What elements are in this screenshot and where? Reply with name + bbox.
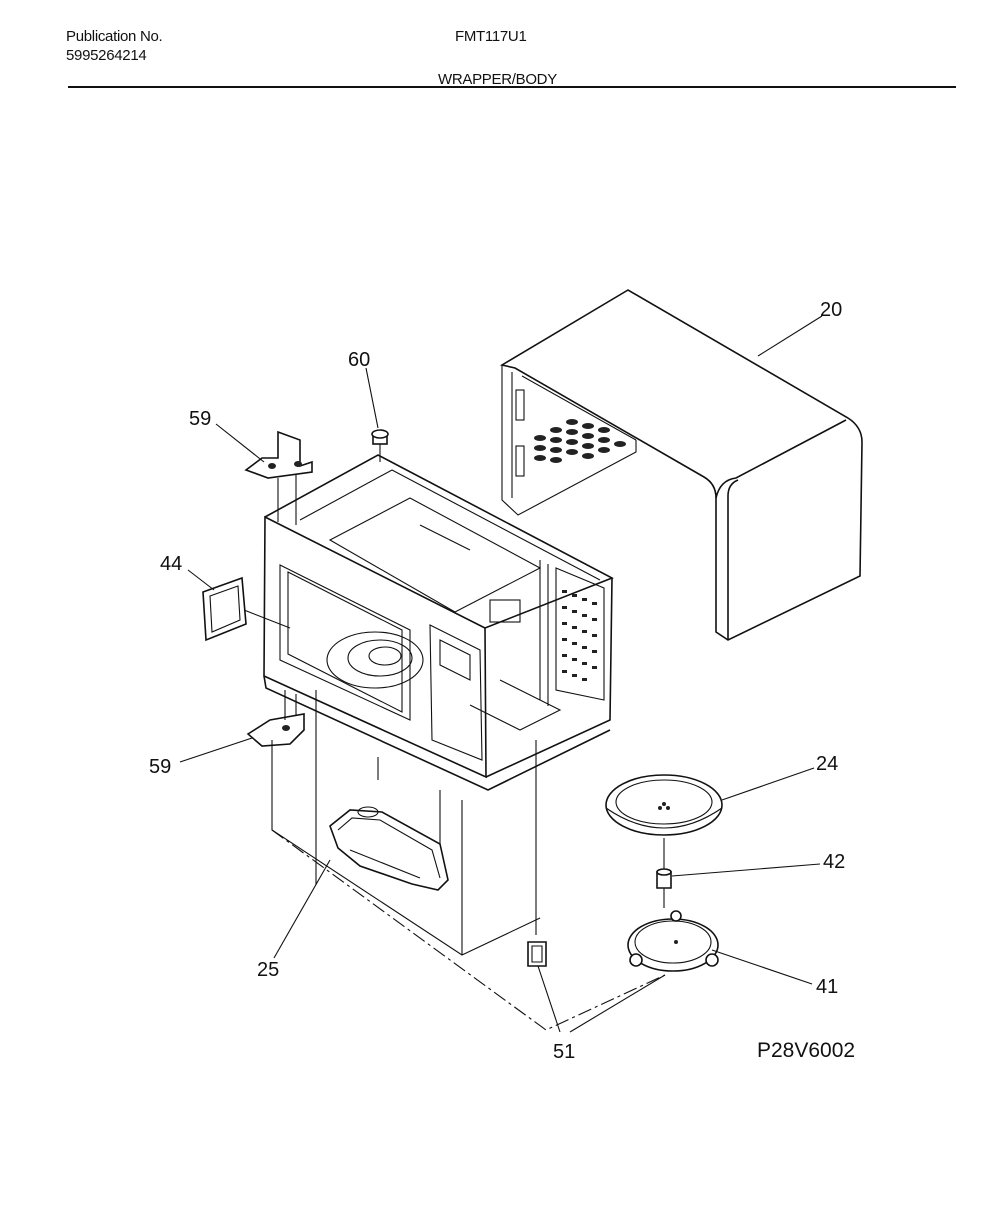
callout-59-upper: 59 — [189, 408, 211, 430]
callout-59-lower: 59 — [149, 756, 171, 778]
base-bracket-part — [329, 806, 449, 891]
drawing-code: P28V6002 — [757, 1039, 855, 1062]
screw-part — [371, 429, 389, 462]
base-projection-lines — [271, 690, 666, 1031]
callout-24: 24 — [816, 753, 838, 775]
publication-number: 5995264214 — [66, 47, 147, 64]
waveguide-cover-part — [202, 576, 291, 642]
lower-hinge-part — [246, 690, 305, 747]
section-title: WRAPPER/BODY — [438, 71, 557, 88]
callout-25: 25 — [257, 959, 279, 981]
model-number: FMT117U1 — [455, 28, 527, 45]
roller-ring-part — [627, 910, 719, 972]
callout-20: 20 — [820, 299, 842, 321]
callout-44: 44 — [160, 553, 182, 575]
upper-hinge-part — [244, 430, 313, 525]
turntable-coupler-part — [656, 838, 672, 908]
callout-41: 41 — [816, 976, 838, 998]
leader-lines — [179, 315, 823, 1033]
foot-part — [527, 941, 547, 967]
turntable-tray-part — [605, 774, 723, 836]
microwave-body — [263, 454, 614, 791]
header-rule — [68, 86, 956, 88]
wrapper-cabinet-part — [499, 289, 863, 641]
callout-51: 51 — [553, 1041, 575, 1063]
publication-label: Publication No. — [66, 28, 163, 45]
callout-60: 60 — [348, 349, 370, 371]
callout-42: 42 — [823, 851, 845, 873]
